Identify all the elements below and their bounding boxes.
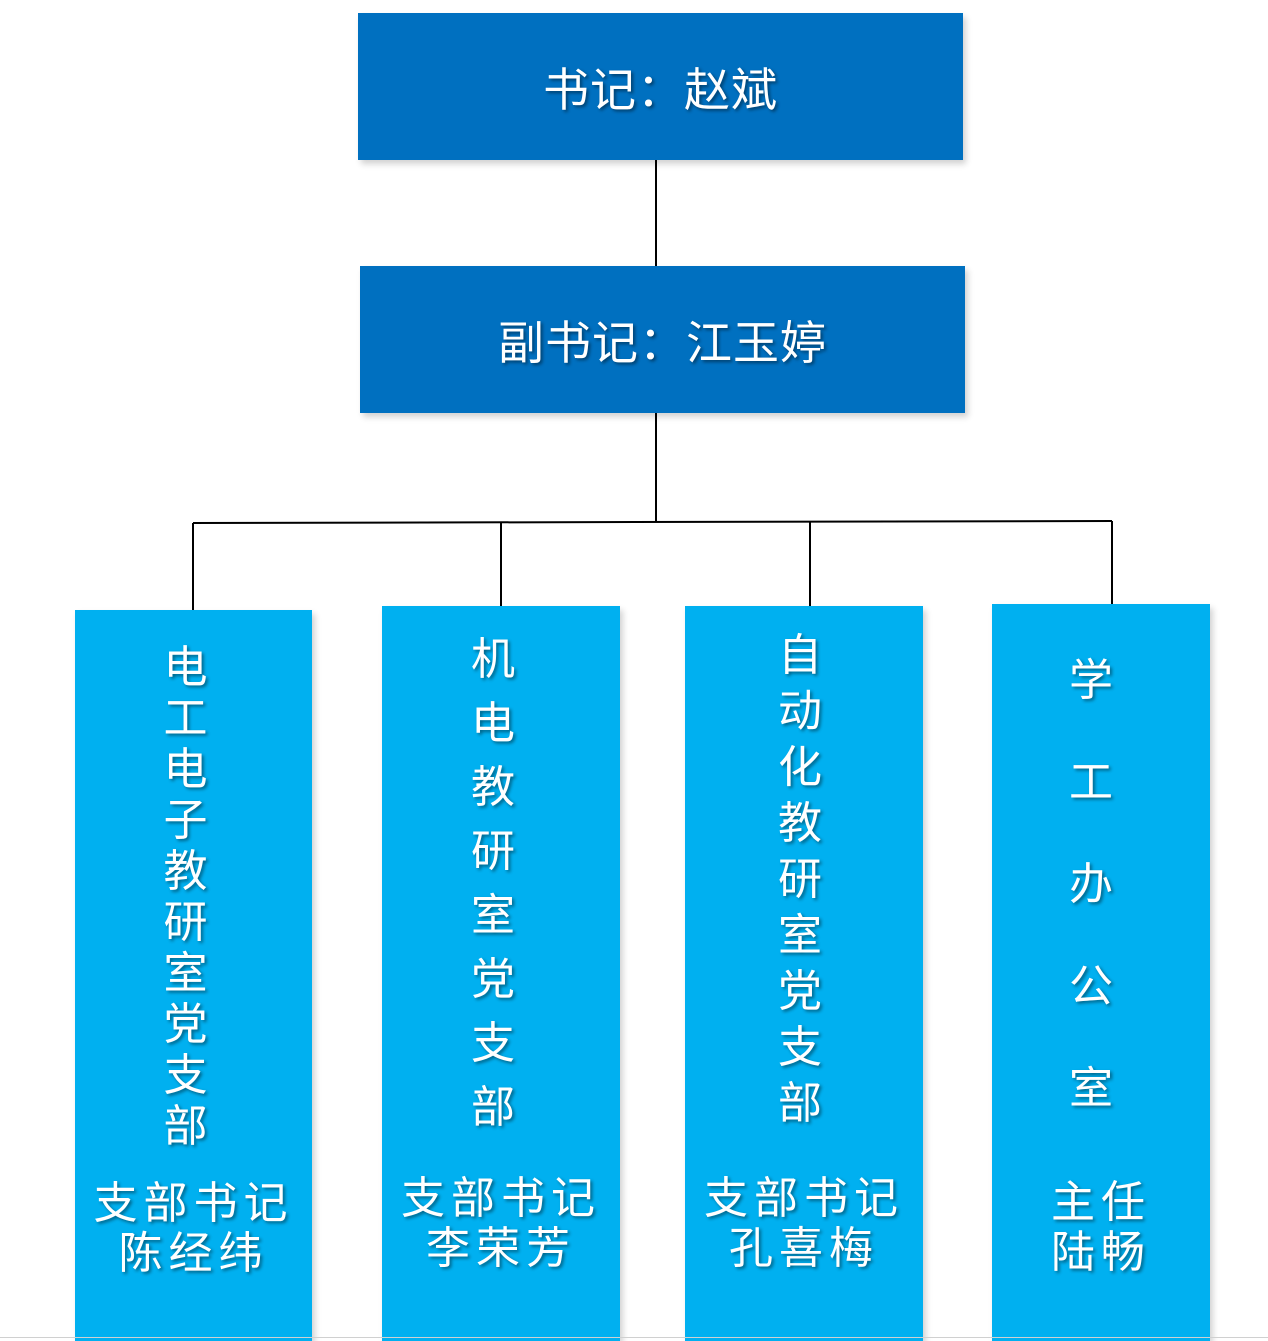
branch-title-char: 部 (163, 1101, 208, 1152)
secretary-box: 书记：赵斌 (358, 13, 963, 160)
branch-title-char: 自 (778, 630, 822, 681)
branch-title: 电 工 电 子 教 研 室 党 支 部 (67, 642, 304, 1152)
office-title-char: 学 (1069, 655, 1113, 706)
office-leader-name: 陆畅 (1051, 1227, 1151, 1278)
branch-leader-name: 李荣芳 (426, 1223, 576, 1274)
branch-box-automation: 自 动 化 教 研 室 党 支 部 支部书记 孔喜梅 (685, 606, 923, 1341)
branch-title-char: 室 (163, 948, 208, 999)
branch-title-char: 教 (471, 762, 515, 813)
branch-title-char: 党 (778, 966, 822, 1017)
office-title-char: 公 (1069, 961, 1113, 1012)
branch-title-char: 室 (778, 910, 822, 961)
branch-title: 机 电 教 研 室 党 支 部 (374, 628, 612, 1140)
office-box-student-affairs: 学 工 办 公 室 主任 陆畅 (992, 604, 1210, 1341)
branch-title-char: 工 (163, 693, 208, 744)
branch-leader-role: 支部书记 (93, 1178, 294, 1229)
branch-title-char: 子 (163, 795, 208, 846)
branch-title-char: 支 (778, 1022, 822, 1073)
branch-title-char: 教 (778, 798, 822, 849)
branch-leader-name: 陈经纬 (118, 1228, 269, 1279)
office-title-char: 室 (1069, 1063, 1113, 1114)
branch-title-char: 党 (471, 954, 515, 1005)
branch-leader: 支部书记 李荣芳 (382, 1174, 620, 1274)
branch-title-char: 党 (163, 999, 208, 1050)
deputy-secretary-box: 副书记：江玉婷 (360, 266, 965, 413)
branch-title-char: 电 (163, 642, 208, 693)
branch-title-char: 电 (471, 698, 515, 749)
branch-title-char: 支 (163, 1050, 208, 1101)
branch-title-char: 支 (471, 1018, 515, 1069)
office-title: 学 工 办 公 室 (982, 630, 1200, 1140)
branch-title-char: 研 (471, 826, 515, 877)
bottom-divider (0, 1337, 1268, 1338)
branch-title-char: 化 (778, 742, 822, 793)
branch-leader: 支部书记 陈经纬 (75, 1179, 312, 1279)
connector-horizontal-bus (192, 520, 1113, 524)
branch-title-char: 教 (163, 846, 208, 897)
branch-title: 自 动 化 教 研 室 党 支 部 (681, 628, 919, 1132)
office-title-char: 办 (1069, 859, 1113, 910)
branch-leader-role: 支部书记 (704, 1173, 904, 1224)
secretary-label: 书记：赵斌 (543, 62, 778, 117)
branch-leader: 支部书记 孔喜梅 (685, 1174, 923, 1274)
branch-title-char: 室 (471, 890, 515, 941)
office-leader-role: 主任 (1051, 1177, 1151, 1228)
branch-title-char: 机 (471, 634, 515, 685)
branch-title-char: 研 (163, 897, 208, 948)
deputy-secretary-label: 副书记：江玉婷 (498, 315, 827, 370)
branch-leader-name: 孔喜梅 (729, 1223, 879, 1274)
branch-title-char: 电 (163, 744, 208, 795)
branch-box-electrical-electronics: 电 工 电 子 教 研 室 党 支 部 支部书记 陈经纬 (75, 610, 312, 1341)
office-leader: 主任 陆畅 (992, 1178, 1210, 1278)
branch-title-char: 动 (778, 686, 822, 737)
branch-leader-role: 支部书记 (401, 1173, 601, 1224)
branch-box-mechatronics: 机 电 教 研 室 党 支 部 支部书记 李荣芳 (382, 606, 620, 1341)
office-title-char: 工 (1069, 757, 1113, 808)
branch-title-char: 部 (471, 1082, 515, 1133)
branch-title-char: 研 (778, 854, 822, 905)
branch-title-char: 部 (778, 1078, 822, 1129)
